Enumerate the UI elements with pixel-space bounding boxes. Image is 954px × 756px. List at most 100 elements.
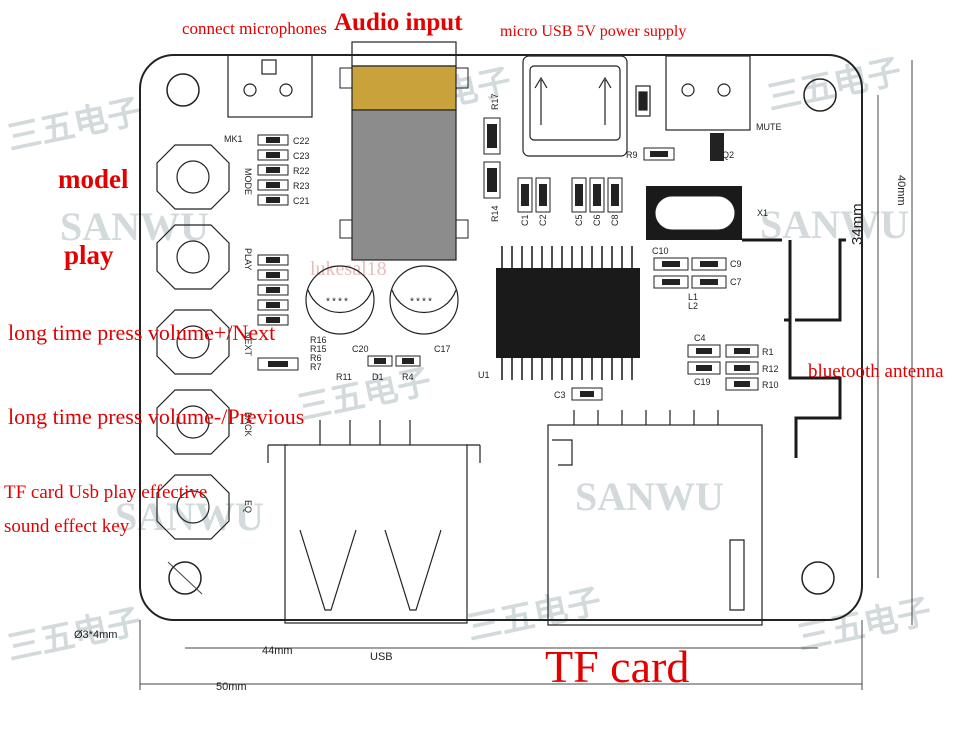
smd-d1-fill	[374, 358, 386, 364]
hole-diameter-line	[167, 561, 203, 595]
smd-a2	[257, 269, 289, 281]
smd-r12-fill	[734, 365, 750, 371]
jack-gold-sleeve	[351, 65, 457, 111]
mute-switch	[635, 55, 751, 131]
silk-c6: C6	[592, 214, 602, 226]
label-model: model	[58, 164, 129, 194]
watermark-handle: lukesal18	[310, 258, 387, 280]
silk-c8: C8	[610, 214, 620, 226]
bluetooth-antenna-trace	[742, 238, 846, 458]
silk-r7: R7	[310, 362, 322, 372]
silk-r23: R23	[293, 181, 310, 191]
smd-c7	[691, 275, 727, 289]
cap-c17-band	[391, 289, 457, 314]
cap-c20	[305, 265, 375, 335]
smd-c19	[687, 361, 721, 375]
smd-l2	[653, 275, 689, 289]
mute-resistor-fill	[638, 91, 648, 111]
button-next-outline	[156, 309, 230, 375]
smd-rf-section	[653, 257, 727, 289]
micro-usb-inner	[529, 65, 621, 141]
micro-usb-lug-left	[534, 76, 548, 125]
microphone-connector	[227, 54, 313, 118]
watermark-chinese-4: 三五电子	[294, 362, 435, 427]
tf-slot-spring	[729, 539, 745, 611]
smd-c9	[691, 257, 727, 271]
smd-a1-fill	[266, 257, 280, 263]
button-back	[156, 389, 230, 455]
silk-u1: U1	[478, 370, 490, 380]
silk-r14: R14	[490, 205, 500, 222]
smd-r17-r14	[483, 117, 501, 199]
transistor-q2	[710, 133, 724, 161]
usb-connector-body	[284, 444, 468, 624]
label-eq-line2: sound effect key	[4, 516, 130, 537]
watermark-sanwu-center: SANWU	[575, 474, 724, 519]
dim-label-50mm: 50mm	[216, 681, 247, 693]
smd-c2	[535, 177, 551, 213]
silk-c10: C10	[652, 246, 669, 256]
cap-c17	[389, 265, 459, 335]
smd-r1-fill	[734, 348, 750, 354]
silk-mode: MODE	[243, 168, 253, 195]
silk-d1: D1	[372, 372, 384, 382]
label-micro-usb-power: micro USB 5V power supply	[500, 23, 686, 40]
smd-a5-fill	[266, 317, 280, 323]
silk-r17: R17	[490, 93, 500, 110]
silk-c7: C7	[730, 277, 742, 287]
tf-slot-body	[547, 424, 763, 626]
silk-r11: R11	[336, 372, 352, 382]
silk-l2: L2	[688, 301, 698, 311]
smd-r22-fill	[266, 167, 280, 173]
smd-r1	[725, 344, 759, 358]
button-mode	[156, 144, 230, 210]
label-volume-next: long time press volume+/Next	[8, 320, 275, 345]
audio-jack	[339, 41, 469, 261]
smd-a6	[257, 357, 299, 371]
dim-label-34mm: 34mm	[849, 203, 866, 245]
chip-u1-body	[496, 268, 640, 358]
mute-hole-2	[717, 83, 731, 97]
silk-c5: C5	[574, 214, 584, 226]
mounting-holes	[166, 73, 837, 595]
smd-r9-fill	[650, 151, 668, 157]
label-volume-previous: long time press volume-/Previous	[8, 404, 304, 429]
smd-a3	[257, 284, 289, 296]
mounting-hole-bottom-right	[801, 561, 835, 595]
silk-c9: C9	[730, 259, 742, 269]
smd-c6-fill	[593, 184, 601, 206]
silk-r15: R15	[310, 344, 327, 354]
smd-right-cluster-fill	[696, 348, 750, 387]
label-bluetooth-antenna: bluetooth antenna	[808, 361, 944, 382]
smd-c9-fill	[700, 261, 718, 267]
smd-r22	[257, 164, 289, 176]
chip-u1-pins	[501, 246, 633, 380]
silk-usb: USB	[370, 651, 393, 663]
mute-switch-body	[665, 55, 751, 131]
smd-r17-fill	[487, 124, 497, 148]
micro-usb-connector	[522, 55, 628, 157]
button-eq-outline	[156, 474, 230, 540]
smd-c3	[571, 387, 603, 401]
smd-r23	[257, 179, 289, 191]
smd-c2-fill	[539, 184, 547, 206]
label-tf-card: TF card	[545, 641, 689, 692]
label-audio-input: Audio input	[334, 9, 463, 36]
electrolytic-caps	[305, 265, 459, 335]
usb-pins	[319, 420, 411, 445]
smd-c5-fill	[575, 184, 583, 206]
tf-card-slot	[547, 410, 763, 626]
silk-back: BACK	[243, 412, 253, 437]
mute-hole-1	[681, 83, 695, 97]
button-back-cap	[176, 405, 210, 439]
button-play-outline	[156, 224, 230, 290]
smd-c8	[607, 177, 623, 213]
dim-label-44mm: 44mm	[262, 645, 293, 657]
tf-slot-pins	[573, 410, 719, 425]
smd-c1-fill	[521, 184, 529, 206]
smd-a3-fill	[266, 287, 280, 293]
button-eq-cap	[176, 490, 210, 524]
tf-slot-latch	[552, 439, 573, 466]
smd-c23-fill	[266, 152, 280, 158]
